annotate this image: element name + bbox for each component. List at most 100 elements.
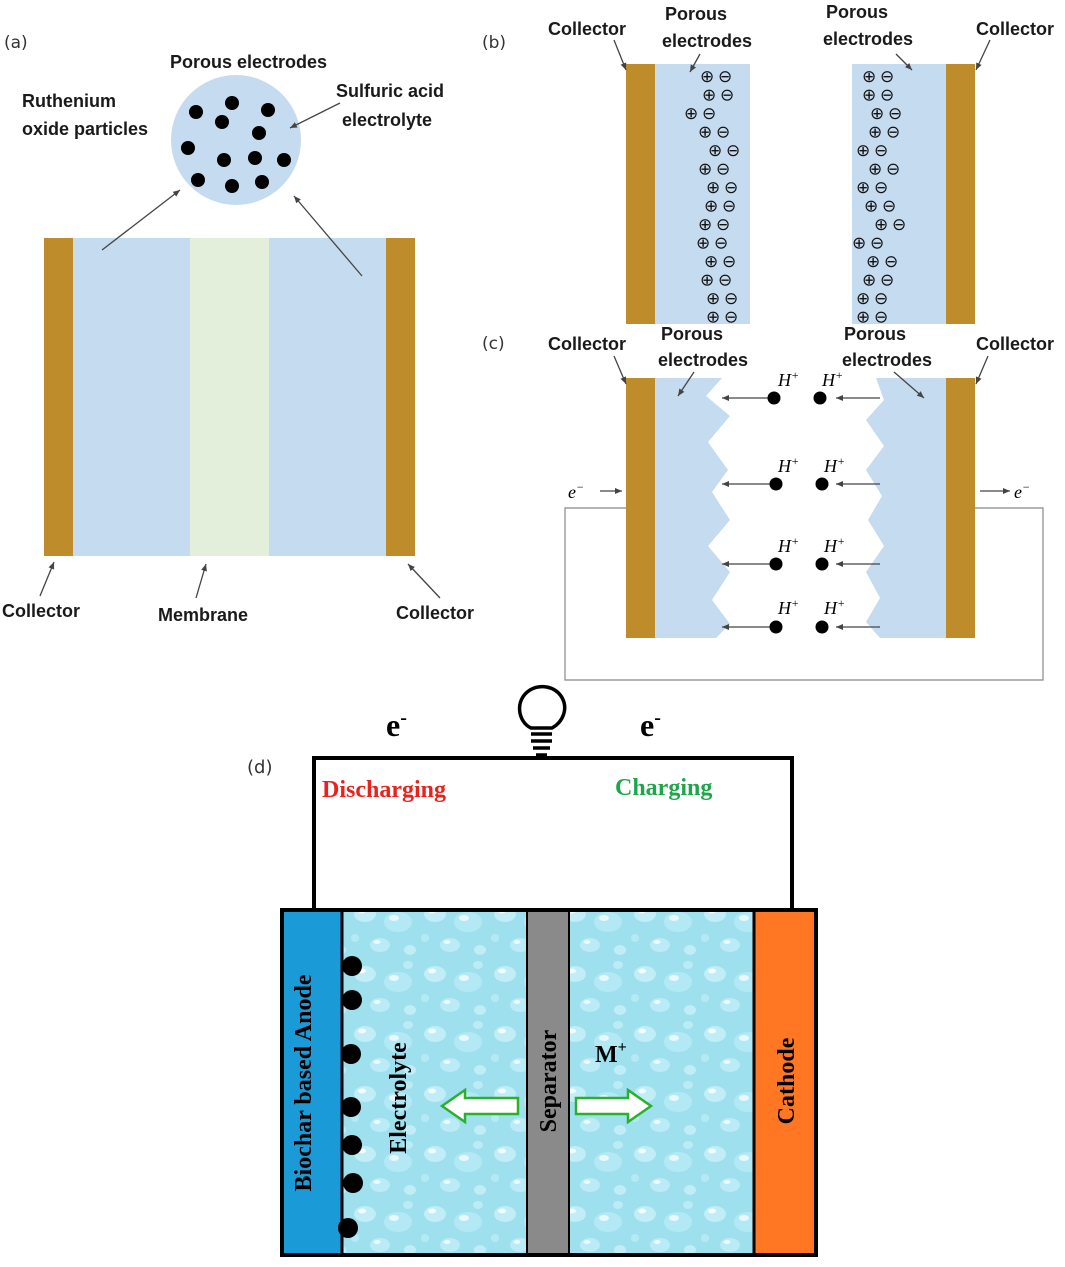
positive-charge: ⊕ — [702, 86, 716, 106]
sulfuric-label-line2: electrolyte — [342, 110, 432, 130]
negative-charge: ⊖ — [880, 86, 894, 106]
electron-right-label: e- — [640, 707, 661, 743]
porous-right-label-line1: Porous — [826, 2, 888, 22]
charge-arrow — [574, 1087, 654, 1125]
separator-label: Separator — [536, 1029, 562, 1132]
positive-charge: ⊕ — [862, 86, 876, 106]
collector-left — [44, 238, 73, 556]
electron-out-label: e− — [1014, 480, 1030, 502]
collector-left-label: Collector — [548, 19, 626, 39]
proton-label: H+ — [823, 534, 845, 556]
porous-electrodes-label: Porous electrodes — [170, 52, 327, 72]
positive-charge: ⊕ — [700, 271, 714, 291]
collector-right-pointer — [407, 563, 441, 599]
collector-left-label: Collector — [2, 601, 80, 621]
panel-a-tag: (a) — [4, 33, 28, 53]
separator — [527, 910, 569, 1255]
proton-label: H+ — [821, 368, 843, 390]
electrode-right — [852, 64, 948, 324]
collector-right-pointer — [975, 39, 991, 71]
positive-charge: ⊕ — [704, 252, 718, 272]
proton-label: H+ — [777, 454, 799, 476]
porous-left-label-line1: Porous — [665, 4, 727, 24]
external-circuit — [312, 756, 794, 910]
proton-label: H+ — [823, 454, 845, 476]
negative-charge: ⊖ — [882, 197, 896, 217]
ion-label: M+ — [595, 1039, 627, 1068]
porous-right-pointer — [895, 53, 913, 71]
positive-charge: ⊕ — [868, 160, 882, 180]
negative-charge: ⊖ — [874, 178, 888, 198]
negative-charge: ⊖ — [886, 123, 900, 143]
electron-left-label: e- — [386, 707, 407, 743]
positive-charge: ⊕ — [856, 308, 870, 328]
negative-charge: ⊖ — [716, 160, 730, 180]
collector-left-pointer — [613, 355, 627, 385]
ruthenium-label-line2: oxide particles — [22, 119, 148, 139]
charge-layer: ⊕⊖⊕⊖⊕⊖⊕⊖⊕⊖⊕⊖⊕⊖⊕⊖⊕⊖⊕⊖⊕⊖⊕⊖⊕⊖⊕⊖⊕⊖⊕⊖⊕⊖⊕⊖⊕⊖⊕⊖… — [684, 67, 906, 328]
collector-right-label: Collector — [976, 334, 1054, 354]
collector-left — [626, 64, 655, 324]
positive-charge: ⊕ — [700, 67, 714, 87]
positive-charge: ⊕ — [856, 178, 870, 198]
membrane-label: Membrane — [158, 605, 248, 625]
porous-right-label-line2: electrodes — [842, 350, 932, 370]
positive-charge: ⊕ — [866, 252, 880, 272]
negative-charge: ⊖ — [726, 141, 740, 161]
collector-right-pointer — [975, 355, 989, 385]
panel-b: (b) ⊕⊖⊕⊖⊕⊖⊕⊖⊕⊖⊕⊖⊕⊖⊕⊖⊕⊖⊕⊖⊕⊖⊕⊖⊕⊖⊕⊖⊕⊖⊕⊖⊕⊖⊕⊖… — [482, 2, 1054, 328]
panel-d: (d) e- e- Discharging Charging — [247, 684, 818, 1257]
negative-charge: ⊖ — [874, 308, 888, 328]
negative-charge: ⊖ — [874, 141, 888, 161]
panel-d-tag: (d) — [247, 757, 272, 778]
membrane — [190, 238, 269, 556]
membrane-pointer — [195, 563, 207, 599]
positive-charge: ⊕ — [874, 215, 888, 235]
positive-charge: ⊕ — [696, 234, 710, 254]
positive-charge: ⊕ — [856, 289, 870, 309]
proton-row: H+ H+ — [722, 534, 880, 571]
collector-left-pointer — [613, 39, 627, 71]
porous-left-label-line1: Porous — [661, 324, 723, 344]
proton-row: H+ H+ — [722, 596, 880, 634]
positive-charge: ⊕ — [704, 197, 718, 217]
collector-right-label: Collector — [396, 603, 474, 623]
charging-label: Charging — [615, 775, 712, 801]
collector-right-label: Collector — [976, 19, 1054, 39]
porous-left-label-line2: electrodes — [658, 350, 748, 370]
negative-charge: ⊖ — [886, 160, 900, 180]
proton-row: H+ H+ — [722, 454, 880, 491]
collector-right — [946, 378, 975, 638]
negative-charge: ⊖ — [892, 215, 906, 235]
positive-charge: ⊕ — [856, 141, 870, 161]
positive-charge: ⊕ — [870, 104, 884, 124]
collector-left-label: Collector — [548, 334, 626, 354]
porous-left-label-line2: electrodes — [662, 31, 752, 51]
inset-pointer-left — [101, 189, 181, 251]
inset-pointer-right — [293, 195, 363, 277]
porous-right-pointer — [893, 371, 925, 399]
light-bulb-icon — [517, 684, 567, 757]
sulfuric-pointer — [289, 102, 341, 129]
ruthenium-particles — [181, 96, 291, 193]
cathode-label: Cathode — [774, 1037, 800, 1124]
negative-charge: ⊖ — [888, 104, 902, 124]
negative-charge: ⊖ — [720, 86, 734, 106]
positive-charge: ⊕ — [684, 104, 698, 124]
electron-in-label: e− — [568, 480, 584, 502]
positive-charge: ⊕ — [852, 234, 866, 254]
positive-charge: ⊕ — [862, 67, 876, 87]
positive-charge: ⊕ — [706, 178, 720, 198]
proton-rows: H+ H+ H+ H+ H+ H+ H+ — [722, 368, 880, 634]
negative-charge: ⊖ — [716, 215, 730, 235]
negative-charge: ⊖ — [702, 104, 716, 124]
sulfuric-label-line1: Sulfuric acid — [336, 81, 444, 101]
negative-charge: ⊖ — [880, 271, 894, 291]
positive-charge: ⊕ — [706, 308, 720, 328]
ruthenium-label-line1: Ruthenium — [22, 91, 116, 111]
panel-c: (c) H+ H+ H+ H+ — [482, 324, 1054, 681]
porous-right-label-line2: electrodes — [823, 29, 913, 49]
positive-charge: ⊕ — [868, 123, 882, 143]
negative-charge: ⊖ — [724, 178, 738, 198]
